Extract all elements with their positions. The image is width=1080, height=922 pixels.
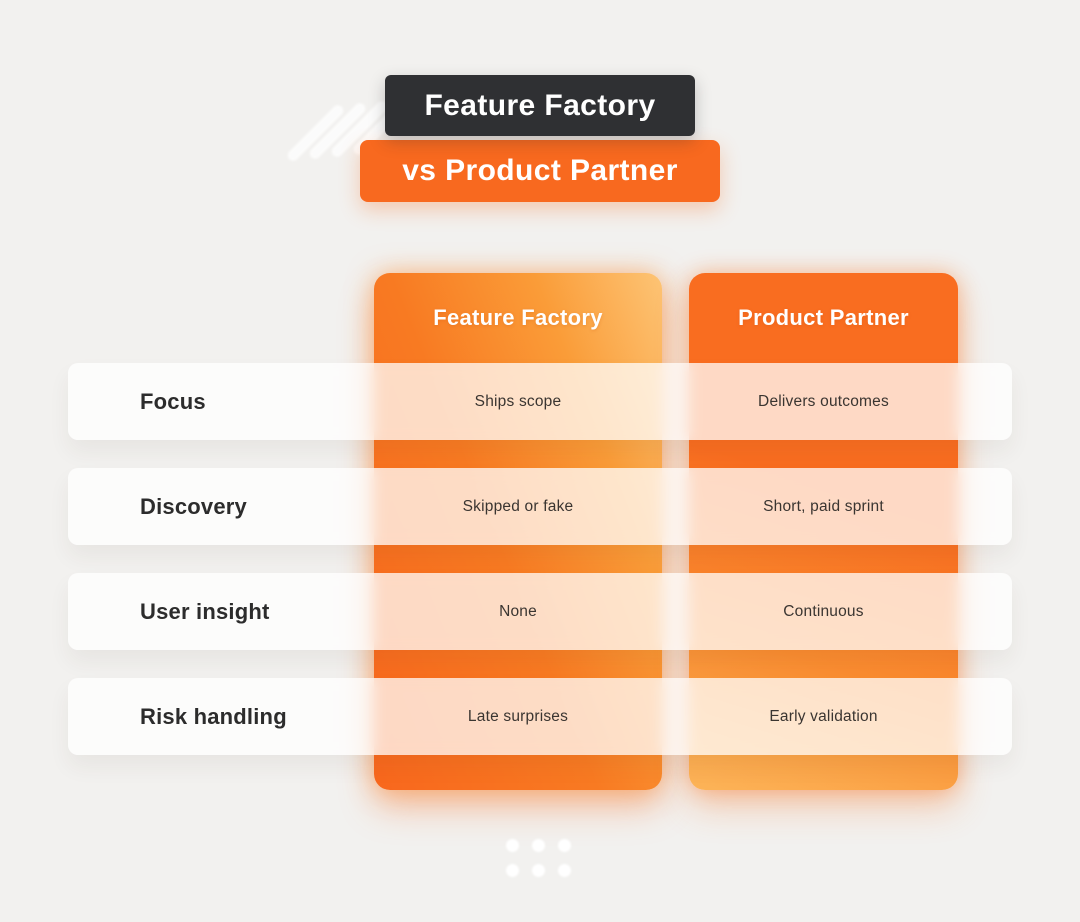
cell-feature-factory: None xyxy=(499,602,537,620)
table-row-focus: Focus Ships scope Delivers outcomes xyxy=(68,363,1012,440)
row-label: Risk handling xyxy=(140,703,287,729)
dot-icon xyxy=(558,864,571,877)
dot-icon xyxy=(506,864,519,877)
table-row-user-insight: User insight None Continuous xyxy=(68,573,1012,650)
row-label: User insight xyxy=(140,598,270,624)
title-primary-box: Feature Factory xyxy=(385,75,695,136)
cell-product-partner: Short, paid sprint xyxy=(763,497,884,515)
column-header-label: Product Partner xyxy=(738,305,909,330)
title-primary-text: Feature Factory xyxy=(424,88,656,122)
cell-product-partner: Continuous xyxy=(783,602,864,620)
cell-feature-factory: Ships scope xyxy=(474,392,562,410)
dot-icon xyxy=(532,864,545,877)
dot-icon xyxy=(532,839,545,852)
cell-product-partner: Delivers outcomes xyxy=(758,392,889,410)
title-secondary-text: vs Product Partner xyxy=(402,154,678,187)
cell-feature-factory: Late surprises xyxy=(467,707,569,725)
cell-product-partner: Early validation xyxy=(769,707,878,725)
dot-icon xyxy=(506,839,519,852)
row-label: Focus xyxy=(140,388,206,414)
six-dot-grid-icon xyxy=(506,839,576,877)
dot-icon xyxy=(558,839,571,852)
title-secondary-box: vs Product Partner xyxy=(360,140,720,202)
row-label: Discovery xyxy=(140,493,247,519)
table-row-discovery: Discovery Skipped or fake Short, paid sp… xyxy=(68,468,1012,545)
column-header-feature-factory: Feature Factory xyxy=(374,273,662,363)
column-header-product-partner: Product Partner xyxy=(689,273,958,363)
cell-feature-factory: Skipped or fake xyxy=(462,497,574,515)
column-header-label: Feature Factory xyxy=(433,305,603,330)
table-row-risk-handling: Risk handling Late surprises Early valid… xyxy=(68,678,1012,755)
